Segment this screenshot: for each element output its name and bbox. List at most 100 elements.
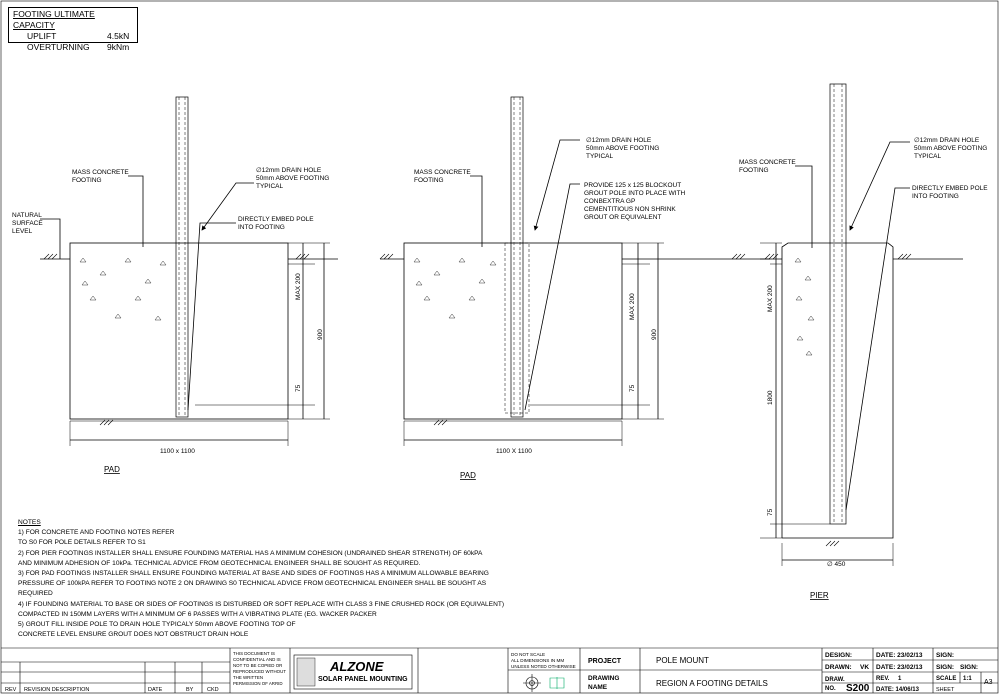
pad2-blockout-4: CEMENTITIOUS NON SHRINK xyxy=(584,206,676,213)
pier-dim-dia: ∅ 450 xyxy=(827,561,846,568)
design-date: DATE: 23/02/13 xyxy=(876,652,923,659)
pad2-blockout-3: CONBEXTRA GP xyxy=(584,198,635,205)
uplift-label: UPLIFT xyxy=(27,31,57,41)
rev-label: REV. xyxy=(876,676,890,682)
rev-header-by: BY xyxy=(186,687,194,693)
pad2-concrete-2: FOOTING xyxy=(414,177,444,184)
capacity-title: FOOTING ULTIMATE CAPACITY xyxy=(13,9,95,30)
drawing-value: REGION A FOOTING DETAILS xyxy=(656,679,768,688)
pad1-embed-1: DIRECTLY EMBED POLE xyxy=(238,216,314,223)
pad2-blockout-1: PROVIDE 125 x 125 BLOCKOUT xyxy=(584,182,681,189)
rev-header-rev: REV xyxy=(5,687,17,693)
surface-line-2: SURFACE xyxy=(12,220,43,227)
confidential-5: THE WRITTEN xyxy=(233,675,263,680)
pier-dim-max: MAX 200 xyxy=(767,285,774,312)
sign-2: SIGN: xyxy=(936,664,954,671)
confidential-2: CONFIDENTIAL AND IS xyxy=(233,657,281,662)
note-line: AND MINIMUM ADHESION OF 10kPa. TECHNICAL… xyxy=(18,559,421,567)
scale-label: SCALE xyxy=(936,676,956,682)
rev-header-desc: REVISION DESCRIPTION xyxy=(24,687,89,693)
pad2-drain-3: TYPICAL xyxy=(586,153,613,160)
pad1-dim-75: 75 xyxy=(295,384,302,392)
notes-heading: NOTES xyxy=(18,519,41,526)
pier-concrete-1: MASS CONCRETE xyxy=(739,159,796,166)
pad1-concrete-2: FOOTING xyxy=(72,177,102,184)
scale-value: 1:1 xyxy=(963,676,972,682)
sign-3: SIGN: xyxy=(960,664,978,671)
note-line: CONCRETE LEVEL ENSURE GROUT DOES NOT OBS… xyxy=(18,631,249,639)
confidential-4: REPRODUCED WITHOUT xyxy=(233,669,286,674)
overturning-value: 9kNm xyxy=(107,42,130,52)
drawn-value: VK xyxy=(860,664,869,671)
date-3: DATE: 14/06/13 xyxy=(876,687,920,693)
pad-footing-1 xyxy=(40,96,338,446)
pad2-blockout-5: GROUT OR EQUIVALENT xyxy=(584,214,661,221)
pad1-title: PAD xyxy=(104,465,120,474)
pier-embed-1: DIRECTLY EMBED POLE xyxy=(912,185,988,192)
rev-header-date: DATE xyxy=(148,687,163,693)
capacity-table: FOOTING ULTIMATE CAPACITY UPLIFT 4.5kN OV… xyxy=(8,7,138,52)
pier-dim-1800: 1800 xyxy=(767,390,774,405)
pad-footing-2 xyxy=(380,96,770,446)
pier-embed-2: INTO FOOTING xyxy=(912,193,959,200)
draw-no-label-1: DRAW. xyxy=(825,677,845,683)
logo-name: ALZONE xyxy=(329,659,384,674)
draw-no: S200 xyxy=(846,683,870,694)
surface-line-1: NATURAL xyxy=(12,212,42,219)
surface-line-3: LEVEL xyxy=(12,228,33,235)
pad2-dim-width: 1100 X 1100 xyxy=(496,448,532,455)
general-notes: NOTES 1) FOR CONCRETE AND FOOTING NOTES … xyxy=(18,518,508,640)
design-label: DESIGN: xyxy=(825,652,852,659)
sheet-size: A3 xyxy=(984,679,993,686)
scale-note-2: ALL DIMENSIONS IN MM xyxy=(511,658,564,663)
scale-note-3: UNLESS NOTED OTHERWISE xyxy=(511,664,576,669)
pad1-dim-max: MAX 200 xyxy=(295,273,302,300)
uplift-value: 4.5kN xyxy=(107,31,130,41)
note-line: 4) IF FOUNDING MATERIAL TO BASE OR SIDES… xyxy=(18,600,505,608)
drawn-label: DRAWN: xyxy=(825,664,852,671)
overturning-label: OVERTURNING xyxy=(27,42,90,52)
note-line: 2) FOR PIER FOOTINGS INSTALLER SHALL ENS… xyxy=(18,549,483,557)
note-line: TO S0 FOR POLE DETAILS REFER TO S1 xyxy=(18,539,146,547)
pier-dim-75: 75 xyxy=(767,508,774,516)
sheet-label: SHEET xyxy=(936,687,955,693)
pad1-drain-2: 50mm ABOVE FOOTING xyxy=(256,175,329,182)
note-line: 3) FOR PAD FOOTINGS INSTALLER SHALL ENSU… xyxy=(18,570,489,578)
draw-no-label-2: NO. xyxy=(825,686,836,692)
pier-drain-1: ∅12mm DRAIN HOLE xyxy=(914,137,980,144)
pad1-dim-900: 900 xyxy=(317,329,324,340)
pad2-title: PAD xyxy=(460,471,476,480)
pad2-dim-900: 900 xyxy=(651,329,658,340)
project-value: POLE MOUNT xyxy=(656,656,709,665)
rev-value: 1 xyxy=(898,676,902,682)
sign-1: SIGN: xyxy=(936,652,954,659)
project-label: PROJECT xyxy=(588,658,622,665)
note-line: PRESSURE OF 100kPA REFER TO FOOTING NOTE… xyxy=(18,580,487,588)
confidential-6: PERMISSION OF ARRID xyxy=(233,681,283,686)
pier-drain-2: 50mm ABOVE FOOTING xyxy=(914,145,987,152)
rev-header-ckd: CKD xyxy=(207,687,219,693)
pad2-dim-75: 75 xyxy=(629,384,636,392)
pad1-concrete-1: MASS CONCRETE xyxy=(72,169,129,176)
pad2-concrete-1: MASS CONCRETE xyxy=(414,169,471,176)
ground-hatch xyxy=(43,253,912,547)
drawn-date: DATE: 23/02/13 xyxy=(876,664,923,671)
pad1-drain-3: TYPICAL xyxy=(256,183,283,190)
confidential-1: THIS DOCUMENT IS xyxy=(233,651,275,656)
pier-concrete-2: FOOTING xyxy=(739,167,769,174)
logo-sub: SOLAR PANEL MOUNTING xyxy=(318,676,408,683)
pad2-drain-2: 50mm ABOVE FOOTING xyxy=(586,145,659,152)
pad1-embed-2: INTO FOOTING xyxy=(238,224,285,231)
pad2-drain-1: ∅12mm DRAIN HOLE xyxy=(586,137,652,144)
pier-title: PIER xyxy=(810,591,829,600)
note-line: COMPACTED IN 150MM LAYERS WITH A MINIMUM… xyxy=(18,610,377,618)
drawing-label-1: DRAWING xyxy=(588,675,619,682)
note-line: 1) FOR CONCRETE AND FOOTING NOTES REFER xyxy=(18,529,175,537)
scale-note-1: DO NOT SCALE xyxy=(511,652,545,657)
note-line: REQUIRED xyxy=(18,590,53,598)
pad1-dim-width: 1100 x 1100 xyxy=(160,448,195,455)
concrete-hatch xyxy=(79,257,815,356)
pier-footing xyxy=(760,83,963,566)
title-block xyxy=(1,647,998,693)
